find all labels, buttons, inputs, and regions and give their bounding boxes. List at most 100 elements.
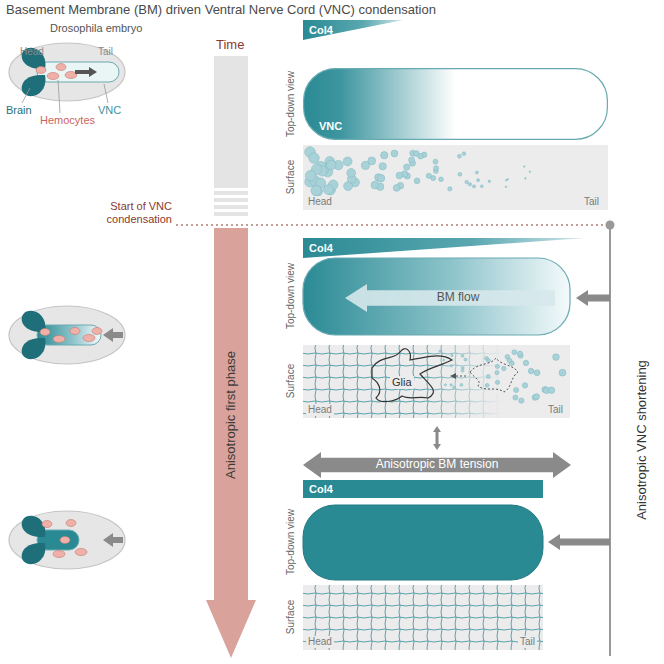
bm-dot (431, 176, 436, 181)
bm-dot (326, 160, 336, 170)
bm-dot (528, 368, 534, 374)
node-label: Col4 (309, 242, 333, 255)
bm-dot (486, 375, 490, 379)
bm-dot (347, 169, 356, 178)
bm-dot (472, 185, 475, 188)
col4-gradient: Col4 (303, 20, 403, 40)
bm-dot (553, 354, 560, 361)
axis-label: Head (306, 196, 334, 208)
shortening-arrow (548, 534, 610, 550)
bm-dot (414, 178, 420, 184)
leader-line (58, 80, 60, 113)
phase-arrow: Anisotropic first phase (206, 228, 256, 658)
bm-dot (418, 153, 424, 159)
node-label: Col4 (309, 483, 333, 496)
bm-dot (475, 171, 478, 174)
bm-dot (462, 152, 466, 156)
bm-dot (517, 351, 522, 356)
bm-dot (495, 364, 499, 368)
axis-label: Tail (518, 636, 537, 648)
view-label: Surface (285, 160, 297, 194)
glia-cell (372, 349, 452, 402)
time-bar (214, 212, 248, 216)
leader-line (22, 88, 30, 103)
bm-dot (488, 180, 490, 182)
vnc-top-view: VNC (303, 68, 608, 140)
time-label: Time (216, 38, 244, 53)
time-axis (609, 225, 611, 656)
part-label: Hemocytes (40, 114, 95, 127)
axis-label: Tail (546, 404, 565, 416)
time-bar (214, 191, 248, 195)
bm-dot (391, 150, 398, 157)
bm-dot (514, 388, 519, 393)
bm-dot (513, 395, 518, 400)
axis-label: Head (20, 46, 44, 58)
bm-dot (433, 159, 438, 164)
bm-dot (548, 387, 554, 393)
part-label: Brain (6, 104, 32, 117)
bm-dot (559, 369, 566, 376)
bm-dot (409, 157, 415, 163)
axis-label: Head (306, 636, 334, 648)
axis-label: Head (306, 404, 334, 416)
bm-dot (450, 384, 452, 386)
bm-dot (396, 172, 403, 179)
bm-dot (519, 398, 524, 403)
bm-dot (379, 163, 386, 170)
part-label: VNC (98, 104, 121, 117)
bm-dot (468, 183, 471, 186)
bm-dot (507, 358, 512, 363)
col4-gradient-shape (303, 238, 585, 258)
bm-dot (458, 172, 462, 176)
bm-dot (371, 181, 379, 189)
bm-dot (477, 179, 480, 182)
bm-dot (507, 178, 509, 180)
bm-dot (343, 157, 352, 166)
start-dot (606, 221, 615, 230)
bm-dot (502, 366, 507, 371)
axis-label: Tail (98, 46, 113, 58)
bm-dot (453, 386, 456, 389)
bm-dot (444, 384, 446, 386)
leader-line (104, 84, 108, 103)
vnc-top-view-shape (303, 68, 608, 140)
bm-dot (524, 166, 526, 168)
bm-dot (443, 359, 445, 361)
view-label: Surface (285, 600, 297, 634)
node-label: VNC (319, 120, 342, 133)
bm-dot (439, 177, 444, 182)
bm-dot (305, 170, 316, 181)
col4-gradient: Col4 (303, 238, 585, 258)
bm-dot (377, 174, 384, 181)
view-label: Top-down view (285, 263, 297, 329)
glia-motion (450, 373, 456, 379)
bm-dot (311, 185, 321, 195)
bm-dot (525, 178, 527, 180)
bm-dot (523, 360, 528, 365)
event-label: Start of VNC condensation (86, 200, 172, 225)
bm-dot (368, 157, 376, 165)
shortening-arrow (576, 290, 610, 306)
embryo-illustration (9, 511, 125, 569)
figure-title: Basement Membrane (BM) driven Ventral Ne… (6, 3, 436, 18)
node-label: Anisotropic BM tension (376, 458, 499, 472)
bm-dot (495, 380, 499, 384)
bm-dot (381, 152, 388, 159)
bm-flow-arrow: BM flow (345, 284, 555, 312)
bm-dot (534, 394, 540, 400)
surface-panel (303, 585, 543, 650)
node-label: Col4 (309, 24, 333, 37)
bm-mesh (303, 585, 543, 650)
bm-dot (486, 359, 490, 363)
bm-dot (522, 383, 527, 388)
time-bar (214, 205, 248, 209)
start-line (176, 224, 606, 225)
vnc-top-view (303, 258, 570, 335)
node-label: BM flow (437, 291, 480, 305)
bm-dot (439, 350, 441, 352)
tension-arrow: Anisotropic BM tension (303, 452, 571, 478)
time-bar (214, 198, 248, 202)
bm-dot (309, 153, 319, 163)
